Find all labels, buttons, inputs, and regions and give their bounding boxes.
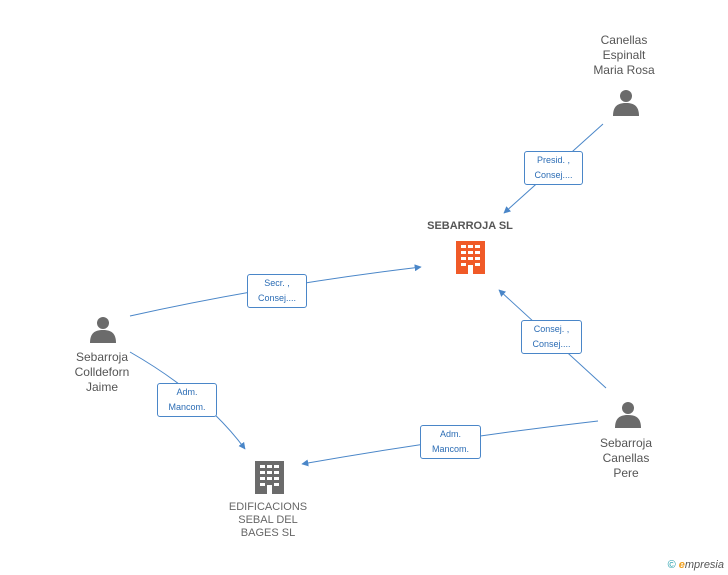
edge-label-pere-edif-role[interactable]: Adm. Mancom. <box>420 425 481 459</box>
node-label-pere[interactable]: Sebarroja Canellas Pere <box>599 436 653 480</box>
edge-label-line: Adm. <box>439 429 461 439</box>
edge-label-line: Consej. , <box>533 324 570 334</box>
node-label-colldeforn[interactable]: Sebarroja Colldeforn Jaime <box>74 350 130 394</box>
edge-label-line: Adm. <box>176 387 198 397</box>
brand-logo: empresia <box>678 559 724 571</box>
person-icon[interactable] <box>615 402 641 428</box>
node-label-edificacions[interactable]: EDIFICACIONS SEBAL DEL BAGES SL <box>228 501 308 539</box>
edge-label-colldeforn-edif-role[interactable]: Adm. Mancom. <box>157 383 217 417</box>
edge-label-canellas-role[interactable]: Presid. , Consej.... <box>524 151 583 185</box>
edge-label-pere-role[interactable]: Consej. , Consej.... <box>521 320 582 354</box>
building-icon[interactable] <box>255 461 284 494</box>
edge-label-line: Presid. , <box>536 155 570 165</box>
person-icon[interactable] <box>613 90 639 116</box>
watermark: © empresia <box>668 559 724 571</box>
edge-label-colldeforn-role[interactable]: Secr. , Consej.... <box>247 274 307 308</box>
edge-label-line: Secr. , <box>264 278 290 288</box>
edge-label-line: Consej.... <box>257 293 297 303</box>
edge-label-line: Mancom. <box>168 402 206 412</box>
edge-label-line: Consej.... <box>532 339 571 349</box>
node-label-canellas[interactable]: Canellas Espinalt Maria Rosa <box>593 33 655 77</box>
edge-label-line: Consej.... <box>534 170 573 180</box>
person-icon[interactable] <box>90 317 116 343</box>
building-icon[interactable] <box>456 241 485 274</box>
edge-label-line: Mancom. <box>431 444 469 454</box>
node-label-sebarroja-sl[interactable]: SEBARROJA SL <box>427 220 513 232</box>
copyright-icon: © <box>667 559 676 571</box>
